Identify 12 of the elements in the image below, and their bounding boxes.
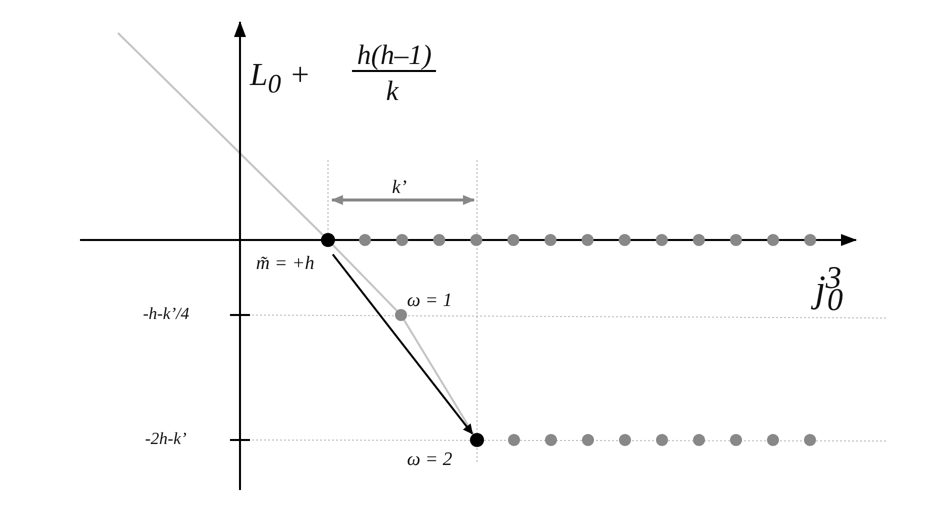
axis-label: k [386,78,398,106]
point-label: ω = 1 [407,291,452,310]
point-marker [470,433,484,447]
tick-label: -2h-k’ [145,430,187,447]
arrow [332,254,473,434]
point-label: ω = 2 [407,450,452,469]
axis-label: L$_{0}$ + [250,58,311,98]
tick-label: -h-k’/4 [143,305,190,322]
dimension-label: k’ [392,178,407,197]
axis-label: h(h–1) [357,42,432,70]
point-marker [321,233,335,247]
point-label: m̃ = +h [256,254,314,273]
